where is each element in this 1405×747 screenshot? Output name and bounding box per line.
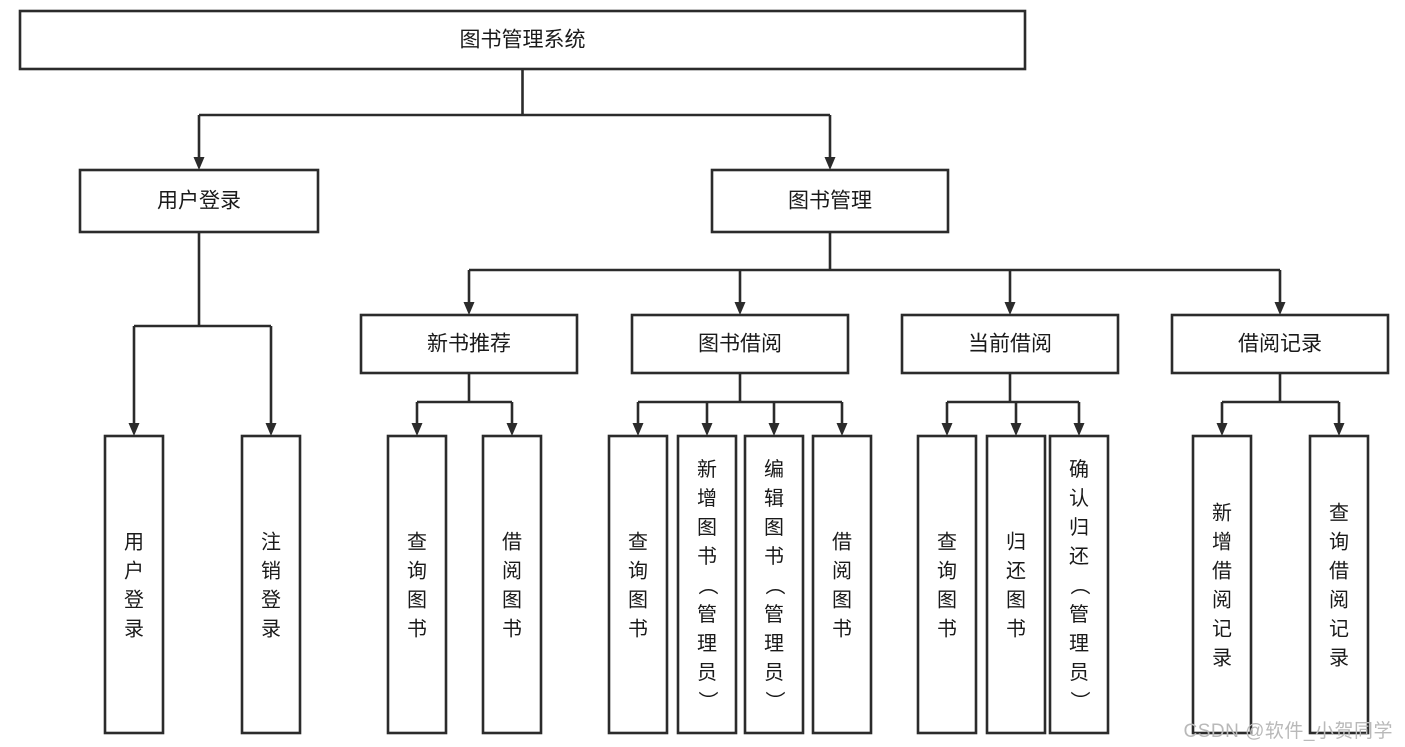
watermark-text: CSDN @软件_小贺同学	[1183, 721, 1393, 742]
arrow-head-icon	[768, 423, 780, 436]
edge-group	[632, 373, 848, 436]
arrow-head-icon	[734, 302, 746, 315]
arrow-head-icon	[941, 423, 953, 436]
arrow-head-icon	[193, 157, 205, 170]
node-leaf-record-add[interactable]: 新增借阅记录	[1191, 434, 1253, 735]
node-box-root[interactable]	[18, 9, 1027, 71]
node-label-leaf-borrow-query-book: 查询图书	[628, 531, 648, 641]
node-leaf-rec-query-book[interactable]: 查询图书	[386, 434, 448, 735]
node-label-leaf-current-confirm-return: 确认归还（管理员）	[1069, 458, 1090, 713]
node-label-leaf-rec-query-book: 查询图书	[407, 531, 427, 641]
node-box-new-book-rec[interactable]	[359, 313, 579, 375]
node-box-book-borrow[interactable]	[630, 313, 850, 375]
node-label-root: 图书管理系统	[460, 29, 586, 52]
arrow-head-icon	[128, 423, 140, 436]
node-box-user-login[interactable]	[78, 168, 320, 234]
arrow-head-icon	[824, 157, 836, 170]
node-label-book-manage: 图书管理	[788, 190, 872, 213]
node-label-book-borrow: 图书借阅	[698, 333, 782, 356]
arrow-head-icon	[506, 423, 518, 436]
edge-group	[411, 373, 518, 436]
node-box-leaf-borrow-edit-book[interactable]	[743, 434, 805, 735]
node-box-leaf-borrow-add-book[interactable]	[676, 434, 738, 735]
arrow-head-icon	[701, 423, 713, 436]
node-leaf-current-return-book[interactable]: 归还图书	[985, 434, 1047, 735]
arrow-head-icon	[265, 423, 277, 436]
node-leaf-borrow-add-book[interactable]: 新增图书（管理员）	[676, 434, 738, 735]
node-current-borrow[interactable]: 当前借阅	[900, 313, 1120, 375]
edge-group	[463, 232, 1286, 315]
arrow-head-icon	[411, 423, 423, 436]
node-box-leaf-borrow-borrow-book[interactable]	[811, 434, 873, 735]
node-box-book-manage[interactable]	[710, 168, 950, 234]
node-leaf-borrow-query-book[interactable]: 查询图书	[607, 434, 669, 735]
node-leaf-rec-borrow-book[interactable]: 借阅图书	[481, 434, 543, 735]
node-leaf-user-login[interactable]: 用户登录	[103, 434, 165, 735]
node-label-leaf-current-return-book: 归还图书	[1006, 531, 1026, 641]
node-label-leaf-borrow-edit-book: 编辑图书（管理员）	[764, 458, 785, 713]
node-book-manage[interactable]: 图书管理	[710, 168, 950, 234]
node-new-book-rec[interactable]: 新书推荐	[359, 313, 579, 375]
arrow-head-icon	[1004, 302, 1016, 315]
arrow-head-icon	[836, 423, 848, 436]
node-user-login[interactable]: 用户登录	[78, 168, 320, 234]
node-label-leaf-borrow-add-book: 新增图书（管理员）	[697, 458, 718, 713]
node-box-leaf-borrow-query-book[interactable]	[607, 434, 669, 735]
node-label-borrow-record: 借阅记录	[1238, 333, 1322, 356]
node-borrow-record[interactable]: 借阅记录	[1170, 313, 1390, 375]
node-label-leaf-user-login: 用户登录	[124, 532, 144, 641]
node-label-current-borrow: 当前借阅	[968, 333, 1052, 356]
node-label-leaf-user-logout: 注销登录	[261, 531, 281, 641]
node-book-borrow[interactable]: 图书借阅	[630, 313, 850, 375]
node-box-current-borrow[interactable]	[900, 313, 1120, 375]
edge-group	[128, 232, 277, 436]
arrow-head-icon	[1274, 302, 1286, 315]
nodes-layer: 图书管理系统用户登录图书管理新书推荐图书借阅当前借阅借阅记录用户登录注销登录查询…	[18, 9, 1390, 735]
edges-layer	[128, 69, 1345, 436]
edge-group	[941, 373, 1085, 436]
node-leaf-user-logout[interactable]: 注销登录	[240, 434, 302, 735]
node-box-leaf-current-query-book[interactable]	[916, 434, 978, 735]
node-label-leaf-borrow-borrow-book: 借阅图书	[832, 531, 852, 641]
node-box-leaf-rec-borrow-book[interactable]	[481, 434, 543, 735]
node-box-leaf-record-query[interactable]	[1308, 434, 1370, 735]
node-leaf-current-query-book[interactable]: 查询图书	[916, 434, 978, 735]
node-leaf-borrow-edit-book[interactable]: 编辑图书（管理员）	[743, 434, 805, 735]
node-box-leaf-current-confirm-return[interactable]	[1048, 434, 1110, 735]
node-leaf-borrow-borrow-book[interactable]: 借阅图书	[811, 434, 873, 735]
arrow-head-icon	[1333, 423, 1345, 436]
node-label-leaf-current-query-book: 查询图书	[937, 531, 957, 641]
arrow-head-icon	[1073, 423, 1085, 436]
node-leaf-current-confirm-return[interactable]: 确认归还（管理员）	[1048, 434, 1110, 735]
arrow-head-icon	[1010, 423, 1022, 436]
node-box-leaf-record-add[interactable]	[1191, 434, 1253, 735]
arrow-head-icon	[1216, 423, 1228, 436]
node-label-leaf-record-query: 查询借阅记录	[1329, 502, 1349, 670]
node-box-borrow-record[interactable]	[1170, 313, 1390, 375]
node-root[interactable]: 图书管理系统	[18, 9, 1027, 71]
node-box-leaf-rec-query-book[interactable]	[386, 434, 448, 735]
edge-group	[1216, 373, 1345, 436]
node-box-leaf-user-logout[interactable]	[240, 434, 302, 735]
arrow-head-icon	[632, 423, 644, 436]
node-box-leaf-user-login[interactable]	[103, 434, 165, 735]
edge-group	[193, 69, 836, 170]
node-label-leaf-record-add: 新增借阅记录	[1212, 502, 1232, 670]
node-box-leaf-current-return-book[interactable]	[985, 434, 1047, 735]
node-label-user-login: 用户登录	[157, 190, 241, 213]
arrow-head-icon	[463, 302, 475, 315]
node-leaf-record-query[interactable]: 查询借阅记录	[1308, 434, 1370, 735]
node-label-leaf-rec-borrow-book: 借阅图书	[502, 531, 522, 641]
node-label-new-book-rec: 新书推荐	[427, 333, 511, 356]
